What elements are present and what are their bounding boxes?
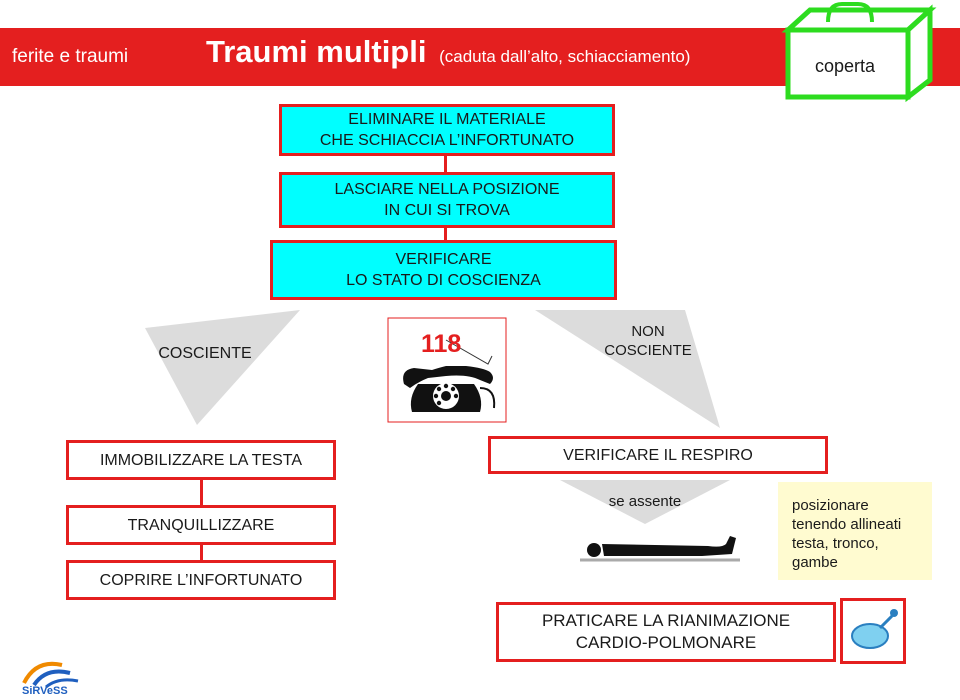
sirvess-logo-text: SiRVeSS — [22, 685, 68, 697]
telephone-icon — [387, 317, 507, 423]
title-subtitle: (caduta dall’alto, schiacciamento) — [439, 47, 691, 66]
connector-left-2 — [200, 545, 203, 562]
page-title: Traumi multipli (caduta dall’alto, schia… — [206, 34, 690, 70]
emergency-number: 118 — [421, 330, 462, 358]
left-box-head: IMMOBILIZZARE LA TESTA — [66, 440, 336, 480]
position-note: posizionare tenendo allineati testa, tro… — [792, 497, 902, 571]
arrow-conscious — [145, 310, 300, 425]
sirvess-logo-icon — [22, 661, 79, 689]
step-remove-material: ELIMINARE IL MATERIALE CHE SCHIACCIA L’I… — [279, 104, 615, 156]
connector-2 — [444, 228, 447, 242]
left-box-calm: TRANQUILLIZZARE — [66, 505, 336, 545]
first-aid-kit-icon — [781, 1, 937, 103]
cpr-mask-icon — [840, 598, 906, 664]
title-text: Traumi multipli — [206, 34, 427, 69]
lying-person-icon — [580, 536, 740, 562]
step-check-consciousness: VERIFICARE LO STATO DI COSCIENZA — [270, 240, 617, 300]
note-background — [778, 482, 932, 580]
connector-left-1 — [200, 480, 203, 507]
kit-label: coperta — [814, 56, 876, 76]
right-box-cpr: PRATICARE LA RIANIMAZIONE CARDIO-POLMONA… — [496, 602, 836, 662]
label-conscious: COSCIENTE — [158, 345, 252, 362]
step-leave-position: LASCIARE NELLA POSIZIONE IN CUI SI TROVA — [279, 172, 615, 228]
label-unconscious: NON COSCIENTE — [604, 323, 692, 359]
right-box-check-breathing: VERIFICARE IL RESPIRO — [488, 436, 828, 474]
arrow-if-absent — [560, 480, 730, 524]
connector-1 — [444, 156, 447, 173]
label-if-absent: se assente — [608, 493, 682, 510]
left-box-cover: COPRIRE L’INFORTUNATO — [66, 560, 336, 600]
arrow-unconscious — [535, 310, 720, 428]
section-label: ferite e traumi — [12, 46, 129, 67]
